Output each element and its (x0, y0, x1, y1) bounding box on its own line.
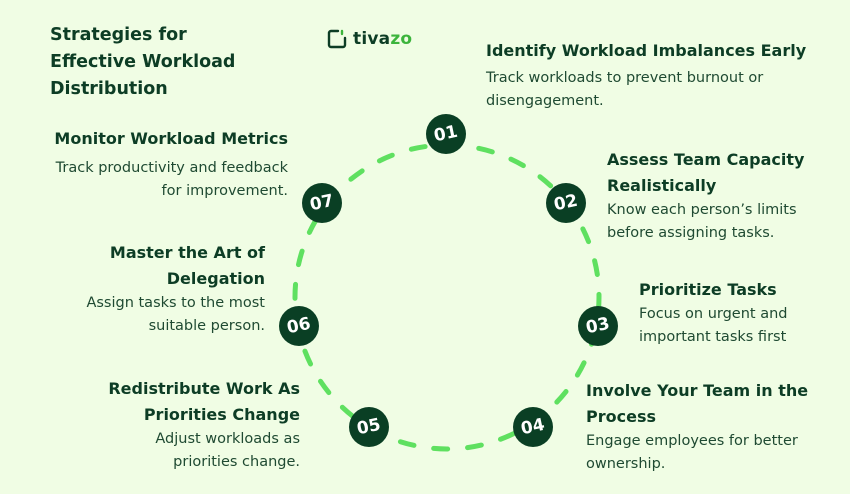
logo-wordmark: tivazo (353, 29, 412, 49)
step-02: Assess Team Capacity Realistically Know … (607, 147, 804, 245)
title-line-2: Effective Workload (50, 52, 236, 72)
step-desc: before assigning tasks. (607, 225, 775, 241)
step-desc: ownership. (586, 456, 666, 472)
step-desc: disengagement. (486, 93, 604, 109)
step-desc: Focus on urgent and (639, 306, 788, 322)
step-number: 07 (308, 190, 336, 216)
step-06: Master the Art of Delegation Assign task… (86, 240, 265, 338)
step-node-03: 03 (578, 306, 618, 346)
step-heading: Redistribute Work As (108, 379, 300, 398)
step-desc: for improvement. (161, 183, 288, 199)
step-node-07: 07 (302, 183, 342, 223)
step-desc: suitable person. (148, 318, 265, 334)
step-heading: Involve Your Team in the (586, 381, 809, 400)
step-node-02: 02 (546, 183, 586, 223)
step-03: Prioritize Tasks Focus on urgent and imp… (639, 277, 787, 349)
step-heading: Assess Team Capacity (607, 150, 805, 169)
title-line-3: Distribution (50, 79, 168, 99)
step-heading: Delegation (166, 269, 265, 288)
step-desc: Track workloads to prevent burnout or (486, 70, 764, 86)
step-number: 01 (432, 121, 460, 147)
step-heading: Priorities Change (143, 405, 300, 424)
step-desc: Engage employees for better (586, 433, 798, 449)
step-01: Identify Workload Imbalances Early Track… (486, 38, 806, 113)
step-number: 04 (519, 414, 547, 440)
logo-text-dark: tiva (353, 29, 391, 49)
step-heading: Master the Art of (109, 243, 265, 262)
step-heading: Monitor Workload Metrics (54, 129, 288, 148)
step-desc: Know each person’s limits (607, 202, 797, 218)
step-desc: Assign tasks to the most (86, 295, 265, 311)
title-line-1: Strategies for (50, 25, 187, 45)
step-desc: Track productivity and feedback (55, 160, 288, 176)
step-number: 02 (552, 190, 580, 216)
step-07: Monitor Workload Metrics Track productiv… (54, 126, 288, 203)
logo-text-green: zo (390, 29, 413, 49)
step-node-06: 06 (279, 306, 319, 346)
step-heading: Identify Workload Imbalances Early (486, 41, 807, 60)
step-05: Redistribute Work As Priorities Change A… (108, 376, 300, 474)
page-title: Strategies for Effective Workload Distri… (50, 22, 235, 103)
step-04: Involve Your Team in the Process Engage … (586, 378, 808, 476)
step-desc: important tasks first (639, 329, 787, 345)
step-node-01: 01 (426, 114, 466, 154)
brand-logo: tivazo (327, 29, 412, 49)
step-heading: Realistically (607, 176, 717, 195)
step-number: 05 (355, 414, 383, 440)
tivazo-logo-icon (327, 29, 347, 49)
step-desc: priorities change. (173, 454, 300, 470)
step-heading: Prioritize Tasks (639, 280, 777, 299)
step-desc: Adjust workloads as (155, 431, 300, 447)
step-node-04: 04 (513, 407, 553, 447)
step-node-05: 05 (349, 407, 389, 447)
step-number: 06 (285, 313, 313, 339)
step-number: 03 (584, 313, 612, 339)
step-heading: Process (586, 407, 656, 426)
